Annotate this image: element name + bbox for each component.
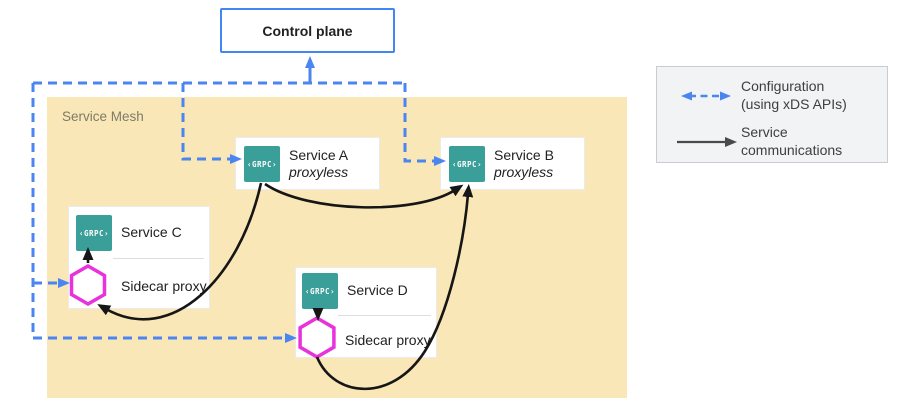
- control-plane-label: Control plane: [262, 22, 353, 39]
- service-d-sidecar-label: Sidecar proxy: [345, 332, 431, 348]
- legend-config-line2: (using xDS APIs): [741, 96, 847, 112]
- grpc-icon: ‹GRPC›: [302, 273, 338, 309]
- service-b-name: Service B: [494, 147, 554, 163]
- service-d-name: Service D: [347, 282, 408, 298]
- legend-service-line1: Service: [741, 124, 788, 140]
- config-dashed-arrow-icon: [681, 91, 731, 101]
- grpc-icon: ‹GRPC›: [76, 215, 112, 251]
- service-d-card: ‹GRPC› Service D Sidecar proxy: [295, 267, 437, 358]
- service-c-sidecar-label: Sidecar proxy: [121, 278, 207, 294]
- control-plane-box: Control plane: [220, 8, 395, 53]
- grpc-icon-label: ‹GRPC›: [246, 159, 278, 169]
- legend-config-line1: Configuration: [741, 78, 825, 94]
- grpc-icon-label: ‹GRPC›: [451, 159, 483, 169]
- service-a-mode: proxyless: [289, 164, 349, 180]
- legend-service-line2: communications: [741, 142, 843, 158]
- service-a-name: Service A: [289, 147, 349, 163]
- legend: Configuration (using xDS APIs) Service c…: [656, 66, 888, 163]
- service-b-mode: proxyless: [494, 164, 554, 180]
- card-divider: [113, 258, 204, 259]
- grpc-icon: ‹GRPC›: [449, 146, 485, 182]
- service-c-card: ‹GRPC› Service C Sidecar proxy: [68, 206, 210, 309]
- service-comm-arrow-icon: [677, 137, 737, 147]
- service-b-card: ‹GRPC› Service B proxyless: [440, 137, 585, 190]
- service-a-card: ‹GRPC› Service A proxyless: [235, 137, 380, 190]
- grpc-icon: ‹GRPC›: [244, 146, 280, 182]
- grpc-icon-label: ‹GRPC›: [304, 286, 336, 296]
- card-divider: [338, 315, 431, 316]
- service-mesh-label: Service Mesh: [62, 109, 144, 124]
- grpc-icon-label: ‹GRPC›: [78, 228, 110, 238]
- service-c-name: Service C: [121, 224, 182, 240]
